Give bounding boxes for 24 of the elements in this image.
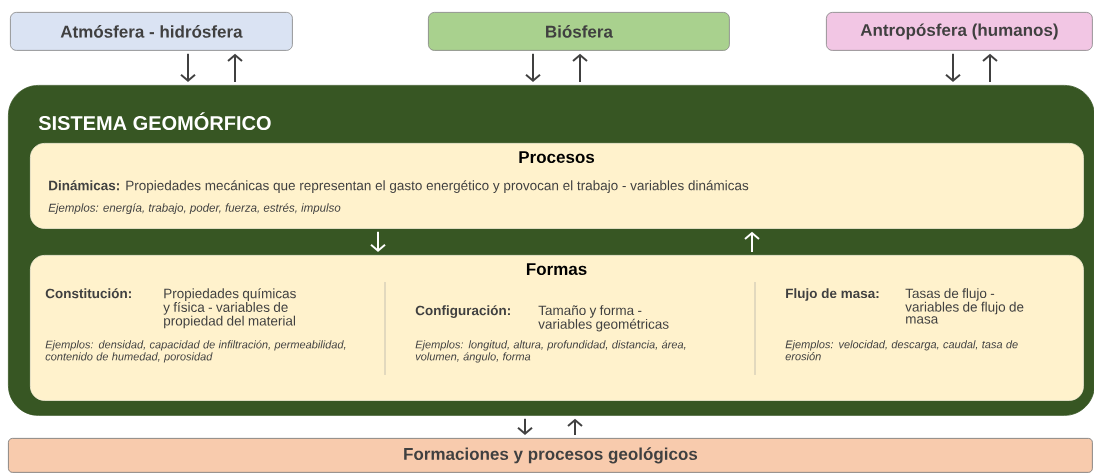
arrow (744, 231, 760, 253)
arrow (180, 52, 196, 82)
examples-text: Ejemplos: longitud, altura, profundidad, distancia, área, volumen, ángulo, forma (415, 340, 686, 363)
arrow (370, 230, 386, 252)
arrow (572, 53, 588, 83)
term-label: Configuración: (415, 305, 510, 318)
examples-text: Ejemplos: densidad, capacidad de infiltración, permeabilidad, contenido de humedad, porosidad (45, 340, 346, 363)
section-heading: Formas (526, 263, 587, 276)
definition-text: Propiedades químicas y física - variables de propiedad del material (163, 288, 296, 329)
panel-title: SISTEMA GEOMÓRFICO (38, 112, 271, 131)
arrow (525, 52, 541, 82)
sphere-box: Antropósfera (humanos) (826, 12, 1093, 51)
examples-text: Ejemplos: energía, trabajo, poder, fuerza, estrés, impulso (48, 203, 341, 215)
term-label: Flujo de masa: (786, 288, 879, 301)
geology-box: Formaciones y procesos geológicos (8, 438, 1093, 473)
definition-text: Tasas de flujo - variables de flujo de masa (905, 288, 1024, 324)
arrow (982, 53, 998, 83)
section-heading: Procesos (519, 151, 595, 164)
arrow (227, 53, 243, 83)
term-label: Constitución: (45, 288, 131, 299)
definition-text: Tamaño y forma - variables geométricas (538, 305, 669, 332)
arrow (945, 52, 961, 82)
examples-text: Ejemplos: velocidad, descarga, caudal, tasa de erosión (785, 340, 1018, 361)
definition-text: Dinámicas: Propiedades mecánicas que representan el gasto energético y provocan el trabajo - variables dinámicas (49, 180, 749, 193)
